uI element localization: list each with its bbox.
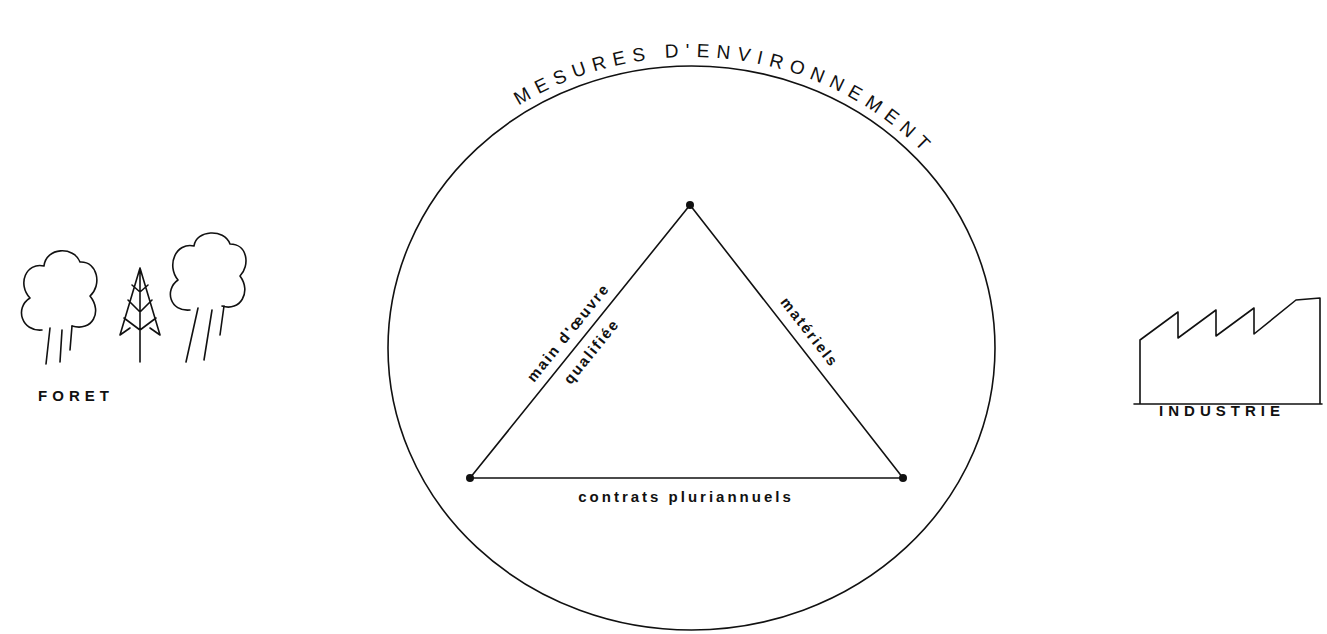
side-label: main d'œuvre qualifiée <box>502 255 659 429</box>
factory-icon <box>1134 298 1322 404</box>
vertex-dot <box>899 474 907 482</box>
circle-line <box>388 66 995 630</box>
caption-label: INDUSTRIE <box>1159 402 1285 419</box>
environment-circle: MESURES D'ENVIRONNEMENT <box>385 63 998 633</box>
triangle <box>470 205 903 478</box>
caption-label: contrats pluriannuels <box>578 488 794 505</box>
pine-icon <box>120 268 160 362</box>
tree-icon <box>21 251 96 330</box>
side-label: matériels <box>777 294 842 371</box>
circle-heading: MESURES D'ENVIRONNEMENT <box>510 40 939 159</box>
tree-trunk <box>186 306 224 362</box>
tree-icon <box>170 233 246 310</box>
vertex-dot <box>686 201 694 209</box>
caption-label: FORET <box>38 387 114 404</box>
text-arc <box>408 57 993 273</box>
tree-trunk <box>46 326 72 364</box>
circle-outline: MESURES D'ENVIRONNEMENT <box>385 63 998 633</box>
vertex-dot <box>466 474 474 482</box>
